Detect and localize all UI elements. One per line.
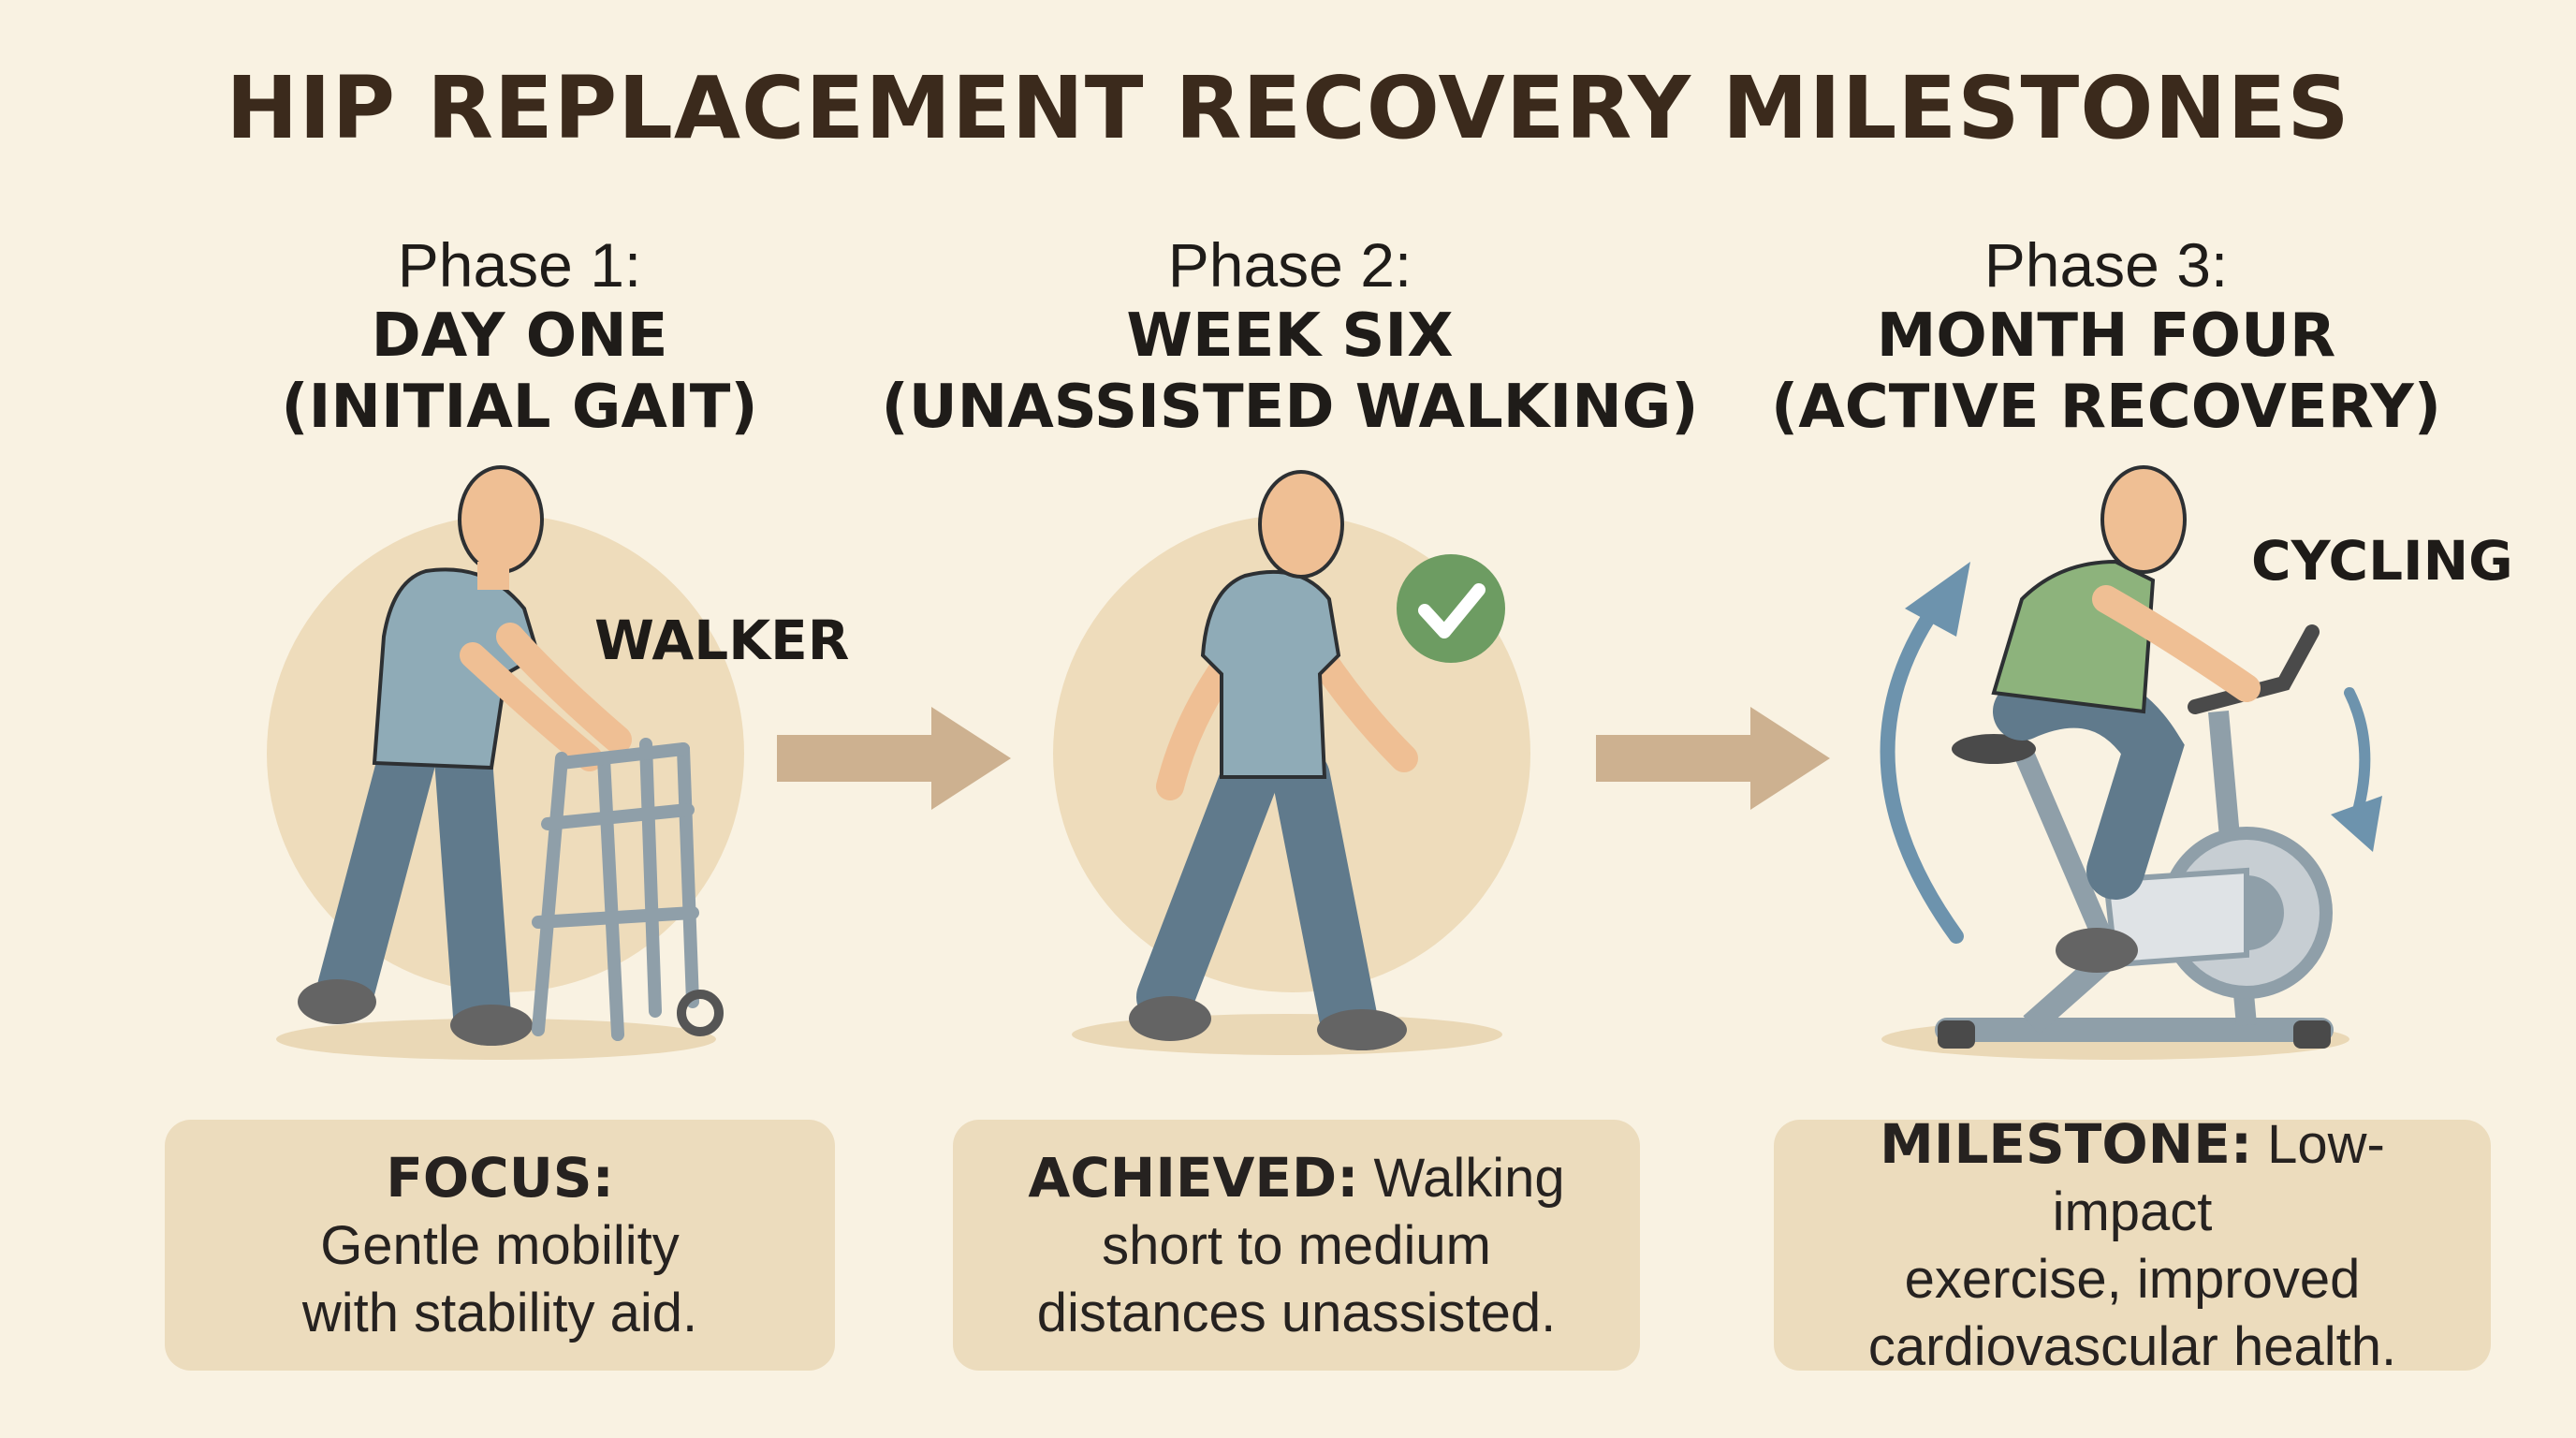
phase-2-card-line2: short to medium (1102, 1214, 1491, 1276)
phase-2-card-key: ACHIEVED: (1028, 1145, 1359, 1210)
phase-1-card-line2: with stability aid. (301, 1282, 698, 1343)
phase-1-card-key: FOCUS: (386, 1145, 614, 1210)
walker-icon (532, 738, 724, 1041)
phase-3-card-line3: cardiovascular health. (1867, 1315, 2397, 1377)
phase-3-heading: Phase 3: MONTH FOUR (ACTIVE RECOVERY) (1685, 229, 2527, 443)
right-arrow-icon (777, 707, 1011, 810)
phase-1-name-line2: (INITIAL GAIT) (281, 373, 758, 442)
phase-3-card: MILESTONE: Low-impact exercise, improved… (1774, 1112, 2491, 1377)
phase-3-card-line1: Low-impact (2052, 1113, 2385, 1242)
phase-1-card-line1: Gentle mobility (320, 1214, 680, 1276)
phase-2-name-line2: (UNASSISTED WALKING) (881, 373, 1699, 442)
phase-2-number: Phase 2: (1167, 230, 1412, 300)
phase-1-name-line1: DAY ONE (371, 301, 668, 371)
check-icon (1397, 554, 1505, 663)
stationary-bike-icon (1935, 624, 2334, 1049)
phase-3-card-key: MILESTONE: (1880, 1111, 2253, 1176)
walker-label: WALKER (594, 609, 850, 672)
phase-1-card: FOCUS: Gentle mobility with stability ai… (165, 1120, 835, 1371)
phase-3-card-line2: exercise, improved (1904, 1248, 2361, 1310)
phase-3-name-line2: (ACTIVE RECOVERY) (1770, 373, 2442, 442)
phase-1-number: Phase 1: (397, 230, 642, 300)
phase-1-heading: Phase 1: DAY ONE (INITIAL GAIT) (98, 229, 941, 443)
phase-1-illustration (267, 465, 744, 1060)
phase-3-name-line1: MONTH FOUR (1876, 301, 2336, 371)
phase-2-card-line3: distances unassisted. (1036, 1282, 1557, 1343)
phase-3-number: Phase 3: (1983, 230, 2229, 300)
phase-2-heading: Phase 2: WEEK SIX (UNASSISTED WALKING) (869, 229, 1711, 443)
phase-2-card-line1: Walking (1358, 1147, 1565, 1209)
right-arrow-icon (1596, 707, 1830, 810)
phase-2-name-line1: WEEK SIX (1126, 301, 1454, 371)
page-title: HIP REPLACEMENT RECOVERY MILESTONES (226, 58, 2350, 158)
phase-2-card: ACHIEVED: Walking short to medium distan… (953, 1120, 1640, 1371)
cyclist-figure (1991, 465, 2261, 973)
cycling-label: CYCLING (2251, 529, 2513, 593)
rotation-arrow-icon (1880, 610, 1964, 944)
